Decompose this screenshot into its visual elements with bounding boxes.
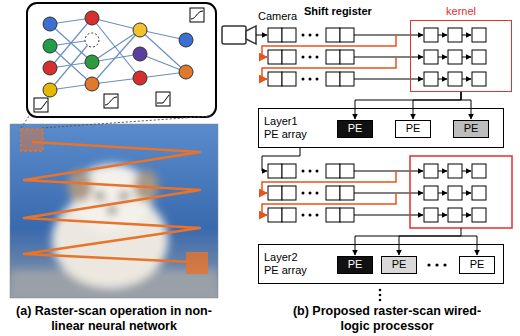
pe-box: PE <box>459 256 495 274</box>
shift-register-rows <box>262 28 486 86</box>
kernel-box: kernel <box>410 20 512 92</box>
pe-box: PE <box>453 120 489 138</box>
kernel-bus <box>355 228 477 255</box>
pe-label: PE <box>470 258 485 271</box>
pe-array-box: Layer2 PE array PE PE PE <box>258 244 504 284</box>
pe-box: PE <box>381 256 417 274</box>
pe-label: PE <box>348 258 363 271</box>
dog-photo <box>10 116 218 300</box>
pe-label: PE <box>406 122 421 135</box>
figure-caption: (b) Proposed raster-scan wired-logic pro… <box>292 304 482 334</box>
kernel-heading: kernel <box>411 5 511 18</box>
pe-box: PE <box>395 120 431 138</box>
network-inset <box>27 3 216 117</box>
camera-icon <box>222 26 267 44</box>
figure-caption: (a) Raster-scan operation in non-linear … <box>14 304 214 334</box>
pe-label: PE <box>348 122 363 135</box>
pe-label: PE <box>392 258 407 271</box>
shift-register-rows <box>262 156 512 228</box>
section-label: Shift register <box>304 5 404 18</box>
pe-box: PE <box>337 120 373 138</box>
pe-label: PE <box>464 122 479 135</box>
pe-array-box: Layer1 PE array PE PE PE <box>258 108 504 148</box>
array-label: Layer1 PE array <box>264 115 314 141</box>
array-label: Layer2 PE array <box>264 251 314 277</box>
signal-wire <box>461 92 471 119</box>
pe-box: PE <box>337 256 373 274</box>
signal-wire <box>355 92 461 119</box>
signal-wire <box>413 92 461 119</box>
